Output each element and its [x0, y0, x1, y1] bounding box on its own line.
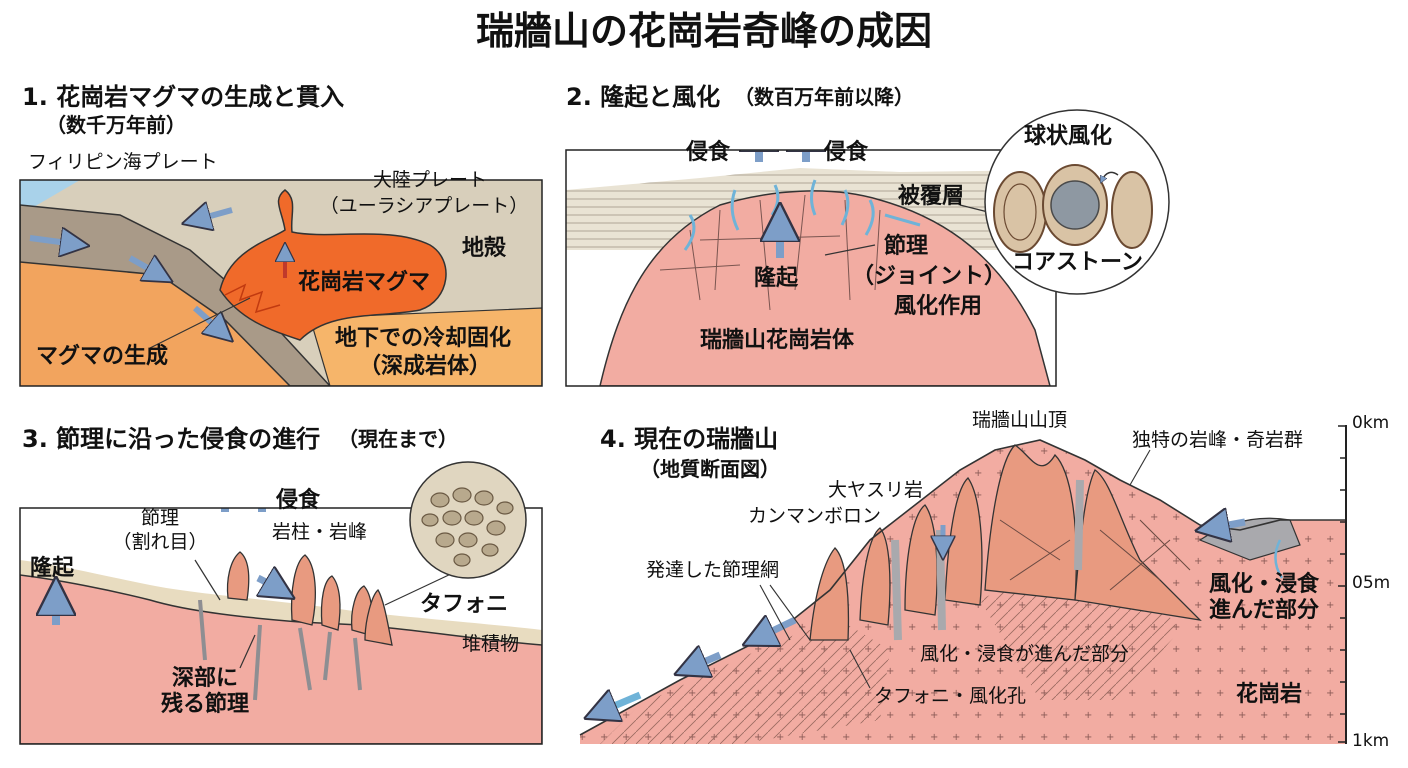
p2-label-erosion-right: 侵食 — [824, 140, 868, 165]
p1-label-eurasian-plate: （ユーラシアプレート） — [318, 196, 530, 218]
panel-2-heading: 2. 隆起と風化 — [566, 84, 720, 112]
p4-label-joint-network: 発達した節理網 — [646, 560, 779, 582]
panel-4-subheading: （地質断面図） — [640, 458, 780, 481]
p2-label-granite-body: 瑞牆山花崗岩体 — [700, 328, 854, 353]
p3-label-deep: 深部に — [150, 666, 260, 691]
panel-2-heading-note: （数百万年前以降） — [734, 86, 914, 109]
p1-label-magma-generation: マグマの生成 — [36, 344, 168, 369]
p4-label-unique-peaks: 独特の岩峰・奇岩群 — [1132, 430, 1303, 452]
p3-label-pillars: 岩柱・岩峰 — [272, 522, 367, 544]
p3-label-crack: （割れ目） — [96, 532, 224, 554]
p4-peak-kanman — [860, 528, 890, 625]
p4-label-weathered-right: 風化・浸食 — [1200, 572, 1328, 597]
p4-scale-top: 0km — [1352, 414, 1389, 434]
panel-1-subheading: （数千万年前） — [46, 114, 186, 137]
p3-label-joint: 節理 — [110, 508, 210, 530]
p3-label-tafoni: タフォニ — [420, 592, 508, 617]
p4-label-oyasuri: 大ヤスリ岩 — [828, 480, 923, 502]
p2-corestone — [994, 165, 1152, 252]
p4-label-tafoni: タフォニ・風化孔 — [874, 686, 1026, 708]
p2-label-spheroidal: 球状風化 — [1024, 124, 1112, 149]
p4-label-weathered-center: 風化・浸食が進んだ部分 — [920, 644, 1129, 666]
p4-label-weathered-right-2: 進んだ部分 — [1200, 598, 1328, 623]
p4-scale-bottom: 1km — [1352, 732, 1389, 752]
page-title: 瑞牆山の花崗岩奇峰の成因 — [0, 10, 1408, 54]
p4-label-kanman: カンマンボロン — [748, 506, 881, 528]
p4-scale-mid: 05m — [1352, 574, 1390, 594]
p1-label-crust: 地殻 — [462, 236, 506, 261]
p2-label-cover-layer: 被覆層 — [898, 184, 964, 209]
p2-label-weathering: 風化作用 — [894, 294, 982, 319]
p1-label-philippine-plate: フィリピン海プレート — [28, 152, 218, 174]
panel-3-heading-note: （現在まで） — [338, 428, 458, 451]
p1-label-cooling: 地下での冷却固化 — [310, 326, 536, 351]
panel-3-heading: 3. 節理に沿った侵食の進行 — [22, 426, 320, 454]
p4-label-granite: 花崗岩 — [1236, 682, 1302, 707]
panel-1-heading: 1. 花崗岩マグマの生成と貫入 — [22, 84, 344, 112]
p2-label-joint-alt: （ジョイント） — [852, 264, 1006, 289]
p1-label-continental-plate: 大陸プレート — [340, 170, 520, 192]
p4-peak — [810, 548, 848, 640]
p2-label-joint: 節理 — [884, 234, 928, 259]
p3-label-erosion: 侵食 — [276, 488, 320, 513]
p2-label-uplift: 隆起 — [754, 266, 798, 291]
p1-label-plutonic: （深成岩体） — [330, 354, 520, 379]
p3-label-remaining-joint: 残る節理 — [140, 692, 270, 717]
p1-label-granite-magma: 花崗岩マグマ — [298, 270, 430, 295]
p3-label-sediment: 堆積物 — [462, 634, 519, 656]
p2-label-erosion-left: 侵食 — [686, 140, 730, 165]
p4-label-summit: 瑞牆山山頂 — [972, 410, 1067, 432]
p2-label-corestone: コアストーン — [1012, 250, 1143, 275]
panel-4-heading: 4. 現在の瑞牆山 — [600, 426, 778, 454]
p3-label-uplift: 隆起 — [30, 556, 74, 581]
